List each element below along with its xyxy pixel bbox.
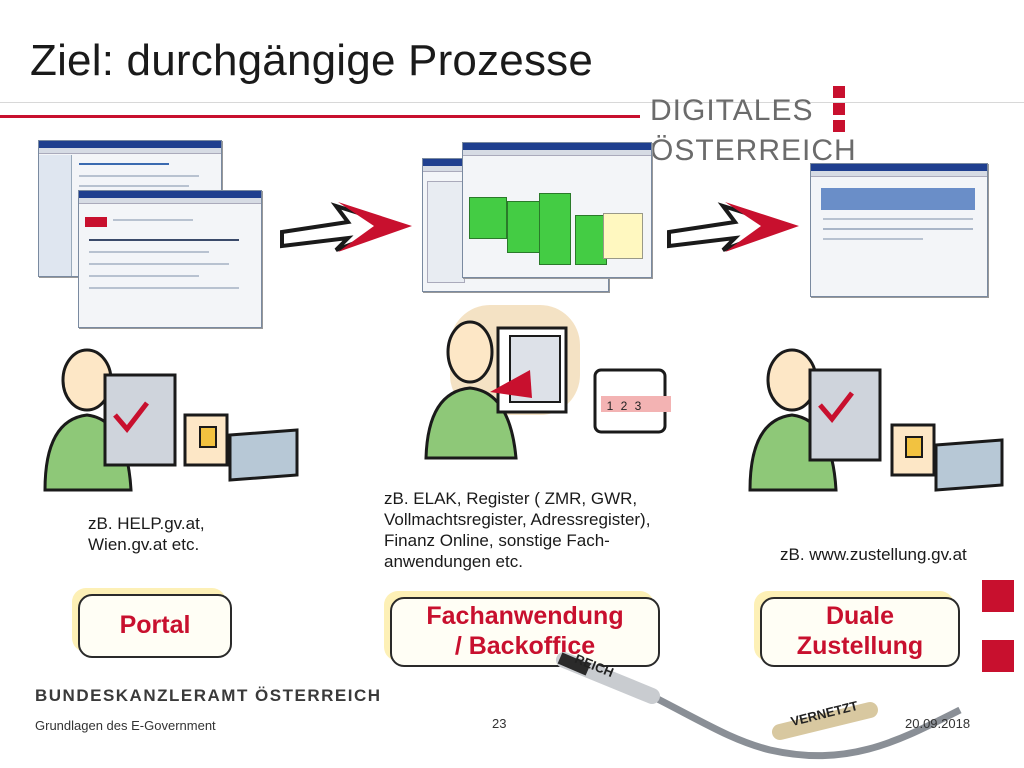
pill-line: Portal bbox=[119, 611, 191, 639]
footer-date: 20.09.2018 bbox=[905, 716, 971, 731]
pill-line: Fachanwendung bbox=[426, 602, 624, 630]
keypad-key: 1 bbox=[606, 399, 614, 413]
header-red-rule bbox=[0, 115, 640, 118]
header-gray-rule bbox=[0, 102, 1024, 103]
backoffice-description: zB. ELAK, Register ( ZMR, GWR, Vollmacht… bbox=[384, 488, 714, 572]
desc-line: Vollmachtsregister, Adressregister), bbox=[384, 510, 651, 529]
footer-left: Grundlagen des E-Government bbox=[35, 718, 216, 733]
decor-square bbox=[982, 640, 1014, 672]
network-cable-icon bbox=[556, 652, 962, 760]
portal-user-illustration bbox=[43, 348, 299, 492]
ministry-logo: BUNDESKANZLERAMT ÖSTERREICH bbox=[35, 686, 382, 705]
brand-logo: DIGITALES ÖSTERREICH bbox=[650, 86, 1024, 168]
keypad-key: 2 bbox=[620, 399, 628, 413]
portal-label: Portal bbox=[78, 594, 232, 658]
arrow-1-icon bbox=[280, 202, 412, 252]
zustellung-description: zB. www.zustellung.gv.at bbox=[780, 544, 1015, 565]
zustellung-user-illustration bbox=[748, 348, 1004, 492]
arrow-2-icon bbox=[667, 202, 799, 252]
page-number: 23 bbox=[492, 716, 507, 731]
zustellung-screenshot bbox=[810, 163, 988, 297]
brand-separator bbox=[832, 86, 845, 132]
portal-description: zB. HELP.gv.at, Wien.gv.at etc. bbox=[88, 513, 288, 555]
backoffice-screenshot-front bbox=[462, 142, 652, 278]
zustellung-label: Duale Zustellung bbox=[760, 597, 960, 667]
slide-title: Ziel: durchgängige Prozesse bbox=[30, 36, 594, 85]
portal-screenshot-front bbox=[78, 190, 262, 328]
pill-line: Zustellung bbox=[796, 632, 924, 660]
desc-line: anwendungen etc. bbox=[384, 552, 523, 571]
desc-line: zB. ELAK, Register ( ZMR, GWR, bbox=[384, 489, 638, 508]
desc-line: Wien.gv.at etc. bbox=[88, 535, 200, 554]
brand-right: ÖSTERREICH bbox=[650, 134, 857, 167]
backoffice-label: Fachanwendung / Backoffice bbox=[390, 597, 660, 667]
brand-left: DIGITALES bbox=[650, 93, 814, 127]
desc-line: zB. www.zustellung.gv.at bbox=[780, 545, 967, 564]
desc-line: Finanz Online, sonstige Fach- bbox=[384, 531, 610, 550]
pill-line: Duale bbox=[825, 602, 895, 630]
keypad-key: 3 bbox=[634, 399, 642, 413]
backoffice-user-illustration bbox=[424, 305, 671, 460]
desc-line: zB. HELP.gv.at, bbox=[88, 514, 205, 533]
decor-square bbox=[982, 580, 1014, 612]
